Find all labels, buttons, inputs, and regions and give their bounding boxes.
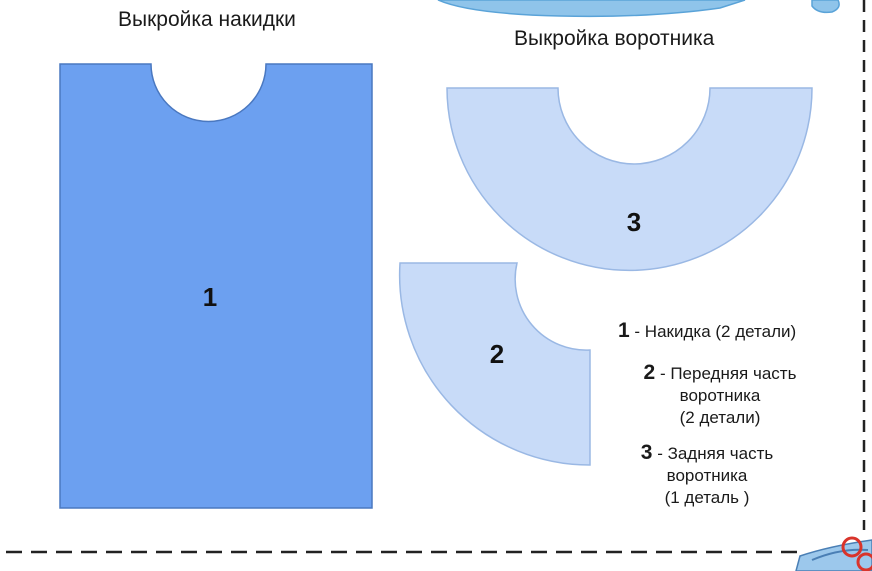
cape-pattern-title: Выкройка накидки bbox=[118, 8, 296, 31]
legend-text: воротника bbox=[666, 466, 748, 485]
legend-text: воротника bbox=[679, 386, 761, 405]
legend-number: 2 bbox=[643, 361, 656, 384]
collar-pattern-title: Выкройка воротника bbox=[514, 27, 715, 50]
legend-item-1: 1 - Накидка (2 детали) bbox=[618, 320, 796, 343]
cape-piece-label: 1 bbox=[203, 282, 217, 312]
collar-back-piece bbox=[446, 87, 813, 272]
legend-number: 3 bbox=[640, 441, 653, 464]
legend-item-3: 3 - Задняя часть воротника (1 деталь ) bbox=[622, 442, 792, 509]
legend-number: 1 bbox=[618, 319, 630, 342]
legend-text: - Задняя часть bbox=[657, 444, 774, 463]
legend-text: (2 детали) bbox=[679, 408, 761, 427]
collar-front-piece-label: 2 bbox=[490, 339, 504, 369]
legend-text: (1 деталь ) bbox=[664, 488, 750, 507]
collar-back-piece-label: 3 bbox=[627, 207, 641, 237]
legend-text: - Передняя часть bbox=[659, 364, 797, 383]
legend-item-2: 2 - Передняя часть воротника (2 детали) bbox=[620, 362, 820, 429]
banner-ribbon-icon bbox=[437, 0, 746, 18]
collar-front-piece bbox=[398, 262, 591, 466]
scissors-icon bbox=[795, 536, 872, 571]
cape-piece bbox=[59, 63, 373, 509]
legend-text: - Накидка (2 детали) bbox=[634, 322, 797, 341]
banner-ribbon-tail-icon bbox=[811, 0, 840, 14]
